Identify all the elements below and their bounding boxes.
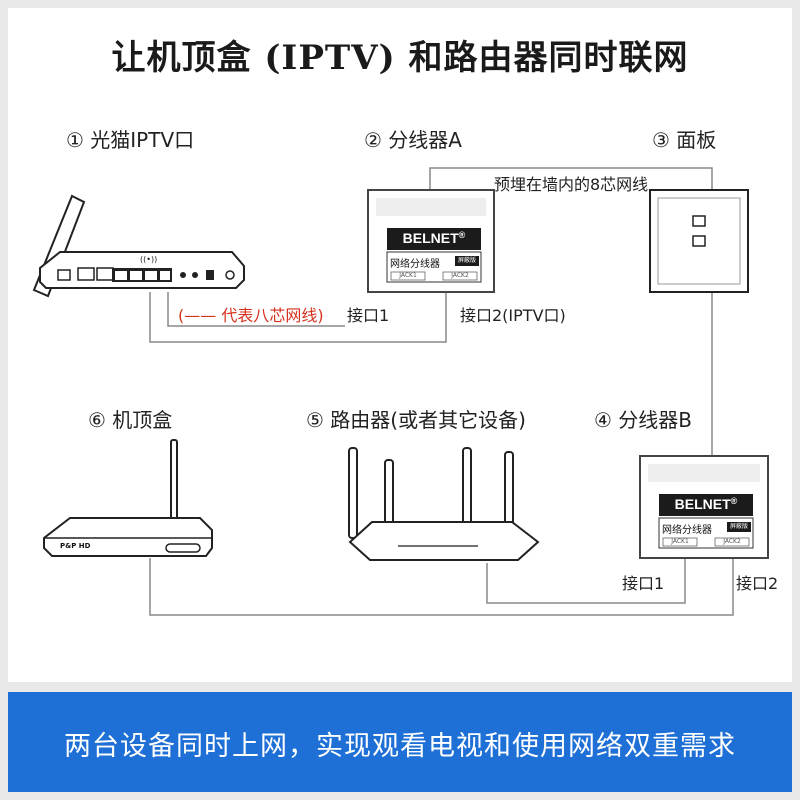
label-wire-legend: (—— 代表八芯网线) — [178, 306, 324, 325]
page-title: 让机顶盒 (IPTV) 和路由器同时联网 — [111, 38, 689, 78]
splitter-a-logo: BELNET® — [387, 230, 481, 246]
label-settop: ⑥ 机顶盒 — [88, 408, 173, 432]
onu-button — [180, 272, 186, 278]
router-device — [348, 447, 540, 561]
onu-port — [206, 270, 214, 280]
onu-device: ((•)) — [32, 194, 245, 298]
label-splitter-a: ② 分线器A — [364, 128, 462, 152]
wire-onu-to-port1 — [167, 292, 345, 327]
splitter-b-logo: BELNET® — [659, 496, 753, 512]
settop-antenna — [170, 439, 178, 523]
onu-wifi-icon: ((•)) — [140, 255, 157, 264]
splitter-a-device — [367, 189, 495, 293]
wall-panel-jack — [692, 215, 706, 227]
wall-panel-jack — [692, 235, 706, 247]
label-a-port2: 接口2(IPTV口) — [460, 306, 566, 325]
wall-panel-device — [649, 189, 749, 293]
splitter-b-jack2-outline — [714, 537, 750, 547]
onu-port — [115, 271, 127, 280]
onu-port — [160, 271, 170, 280]
onu-port — [130, 271, 142, 280]
bottom-banner: 两台设备同时上网，实现观看电视和使用网络双重需求 — [8, 692, 792, 792]
wire-preburied — [429, 167, 713, 190]
splitter-b-jack1: JACK1 — [671, 538, 689, 545]
settop-brand: P&P HD — [60, 542, 91, 550]
wire-onu-to-port2 — [149, 292, 447, 343]
router-antenna — [462, 447, 472, 533]
label-panel: ③ 面板 — [652, 128, 717, 152]
onu-port — [77, 267, 95, 281]
settop-display — [165, 543, 201, 553]
wires — [149, 167, 734, 616]
splitter-a-jack1-outline — [390, 271, 426, 281]
onu-port — [57, 269, 71, 281]
splitter-b-logo-bg — [659, 494, 753, 516]
splitter-b-device — [639, 455, 769, 559]
registered-mark: ® — [730, 496, 738, 506]
brand-name: BELNET — [402, 230, 459, 246]
splitter-a-jack2-outline — [442, 271, 478, 281]
splitter-a-logo-bg — [387, 228, 481, 250]
label-router: ⑤ 路由器(或者其它设备) — [306, 408, 526, 432]
registered-mark: ® — [458, 230, 466, 240]
router-antenna — [348, 447, 358, 539]
splitter-a-badge: 屏蔽版 — [457, 257, 476, 264]
splitter-b-top-strip — [648, 464, 760, 482]
wire-settop-to-b2 — [149, 556, 734, 616]
onu-port — [145, 271, 157, 280]
banner-text: 两台设备同时上网，实现观看电视和使用网络双重需求 — [64, 731, 736, 762]
label-b-port2: 接口2 — [736, 574, 779, 593]
label-a-port1: 接口1 — [347, 306, 390, 325]
splitter-b-model: 网络分线器 — [662, 525, 712, 536]
label-preburied-wire: 预埋在墙内的8芯网线 — [494, 175, 649, 194]
label-splitter-b: ④ 分线器B — [594, 408, 693, 432]
splitter-a-badge-bg — [455, 256, 479, 266]
label-b-port1: 接口1 — [622, 574, 665, 593]
onu-power-socket — [225, 270, 235, 280]
onu-button — [192, 272, 198, 278]
splitter-a-top-strip — [376, 198, 486, 216]
splitter-a-jack2: JACK2 — [451, 272, 469, 279]
wire-router-to-b1 — [486, 556, 686, 604]
splitter-a-model: 网络分线器 — [390, 259, 440, 270]
router-antenna — [384, 459, 394, 531]
splitter-b-badge: 屏蔽版 — [729, 523, 748, 530]
splitter-b-jack2: JACK2 — [723, 538, 741, 545]
splitter-b-badge-bg — [727, 522, 751, 532]
splitter-b-jack1-outline — [662, 537, 698, 547]
label-onu: ① 光猫IPTV口 — [66, 128, 195, 152]
splitter-a-jack1: JACK1 — [399, 272, 417, 279]
onu-port — [96, 267, 114, 281]
settop-device — [43, 439, 213, 557]
diagram-panel — [8, 8, 792, 682]
brand-name: BELNET — [674, 496, 731, 512]
router-body — [348, 521, 540, 561]
